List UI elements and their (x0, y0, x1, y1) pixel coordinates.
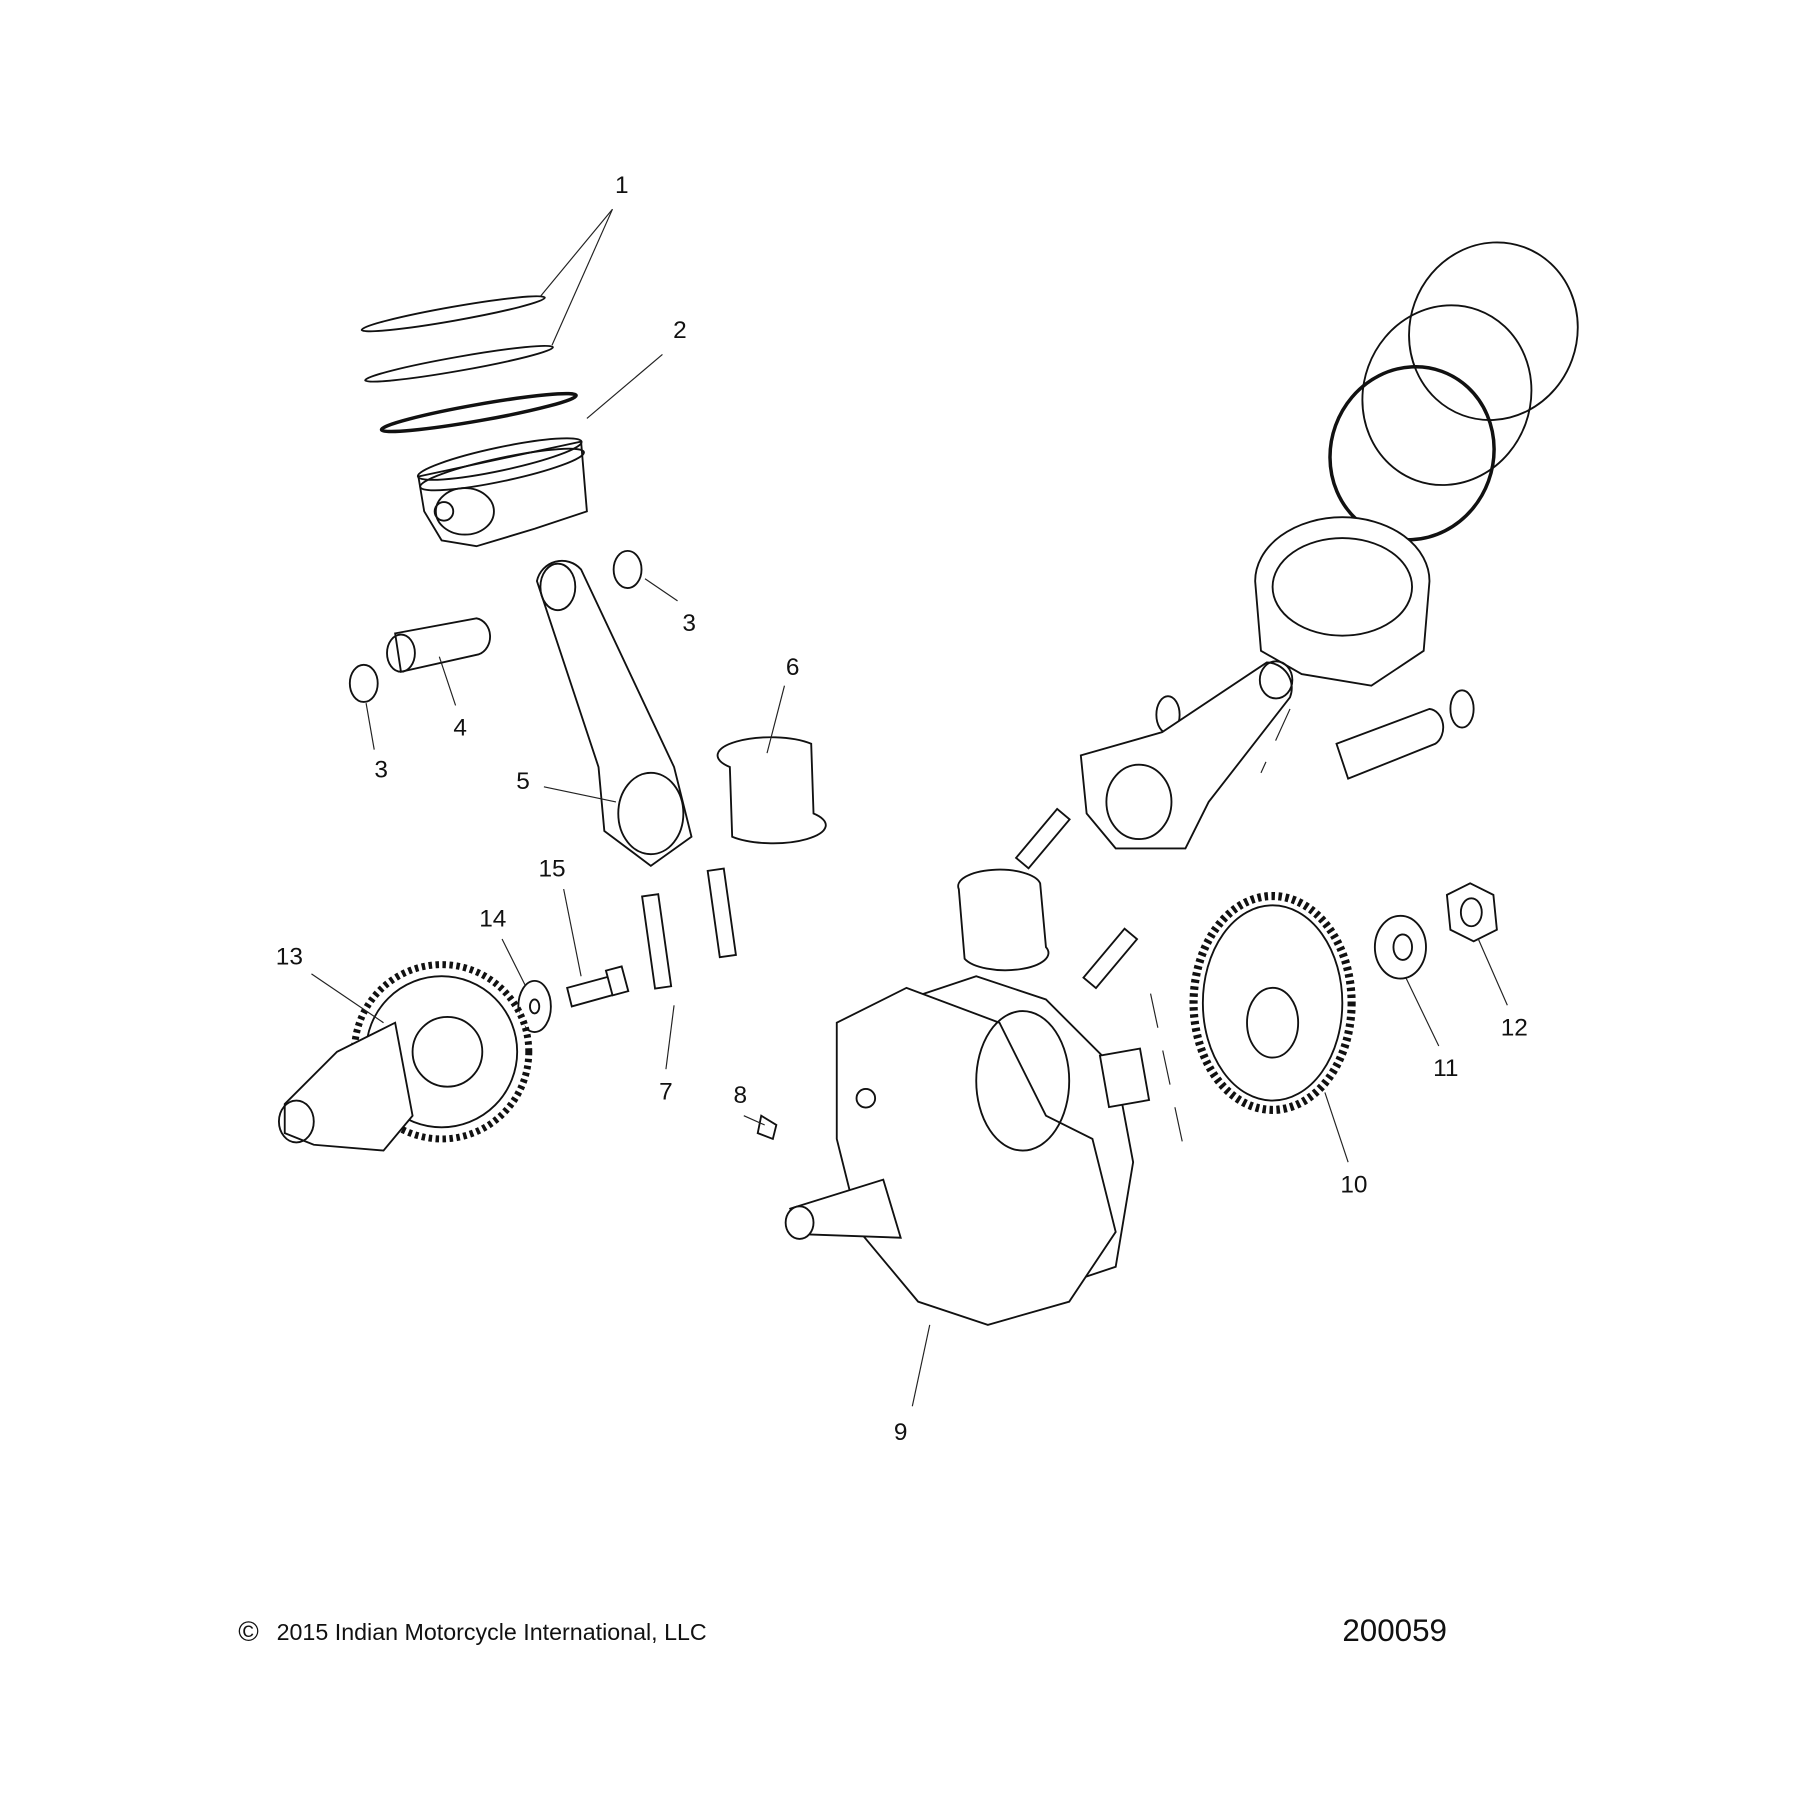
callout-12: 12 (1501, 1015, 1528, 1042)
rod-bearing-left (716, 736, 827, 845)
bolt-15 (566, 965, 630, 1008)
gear-10 (1189, 891, 1356, 1114)
piston-rings-right (1328, 241, 1579, 542)
callout-8: 8 (734, 1082, 748, 1109)
callout-5: 5 (516, 768, 530, 795)
callout-1: 1 (615, 172, 629, 199)
callout-9: 9 (894, 1419, 908, 1446)
piston-pin-right (1155, 689, 1475, 780)
copyright-symbol: © (238, 1616, 259, 1647)
woodruff-key-8 (756, 1114, 778, 1141)
crankshaft-9 (784, 975, 1151, 1326)
callout-3: 3 (374, 756, 388, 783)
rod-bearing-right (957, 868, 1050, 972)
copyright-text: 2015 Indian Motorcycle International, LL… (277, 1619, 707, 1645)
footer: © 2015 Indian Motorcycle International, … (238, 1613, 1447, 1648)
nut-12 (1445, 882, 1498, 943)
callout-10: 10 (1340, 1171, 1367, 1198)
washer-14 (517, 979, 552, 1033)
callout-labels: 1 2 3 3 4 5 6 7 8 9 10 11 12 13 14 15 (276, 172, 1528, 1446)
callout-14: 14 (479, 905, 506, 932)
callout-4: 4 (453, 715, 467, 742)
piston-pin-left (348, 549, 643, 703)
piston-left (416, 437, 588, 548)
callout-11: 11 (1433, 1055, 1458, 1082)
callout-15: 15 (538, 855, 565, 882)
callout-13: 13 (276, 944, 303, 971)
callout-7: 7 (659, 1078, 673, 1105)
piston-rings-left (360, 295, 578, 434)
piston-right (1254, 516, 1431, 687)
leader-lines (311, 208, 1508, 1407)
connecting-rod-right (1079, 660, 1294, 850)
balance-shaft-13 (277, 961, 533, 1152)
callout-2: 2 (673, 317, 687, 344)
washer-11 (1373, 914, 1427, 980)
rod-bolts-right (1014, 807, 1139, 990)
center-lines (1149, 708, 1291, 1157)
diagram-number: 200059 (1342, 1613, 1447, 1648)
callout-3: 3 (682, 610, 696, 637)
connecting-rod-left (535, 559, 693, 867)
callout-6: 6 (786, 654, 800, 681)
rod-bolts-left (641, 867, 737, 990)
